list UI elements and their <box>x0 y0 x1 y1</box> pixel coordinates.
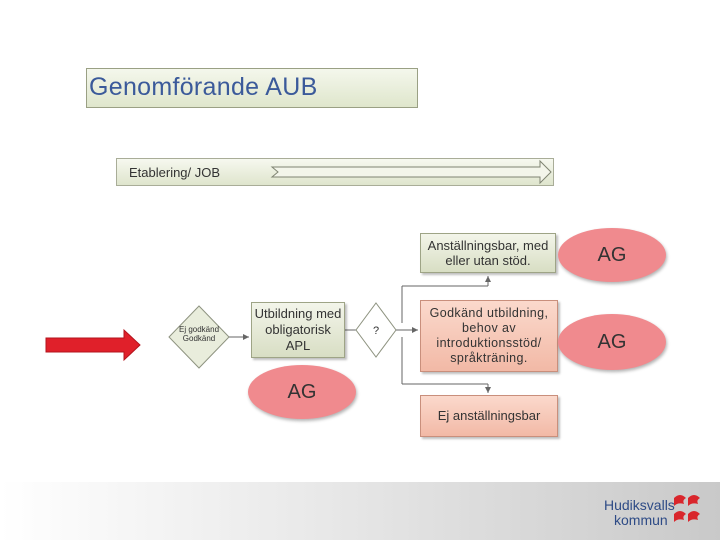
logo-emblem-icon <box>674 495 700 522</box>
logo-text-line1: Hudiksvalls <box>604 497 675 513</box>
ej-anstallningsbar-text: Ej anställningsbar <box>437 408 541 423</box>
diamond-label-ej-godkand: Ej godkänd <box>178 325 220 334</box>
etablering-arrow <box>270 159 552 185</box>
diamond-label-godkand: Godkänd <box>182 334 216 343</box>
ag-circle-2: AG <box>558 314 666 370</box>
decision-diamond <box>168 305 230 369</box>
ag-circle-1: AG <box>558 228 666 282</box>
ag-label-2: AG <box>597 330 627 353</box>
anstallningsbar-text: Anställningsbar, med eller utan stöd. <box>427 238 549 268</box>
utbildning-text: Utbildning med obligatorisk APL <box>254 306 342 353</box>
question-diamond <box>355 302 397 358</box>
footer-band <box>0 482 720 540</box>
ej-anstallningsbar-box: Ej anställningsbar <box>420 395 558 437</box>
anstallningsbar-box: Anställningsbar, med eller utan stöd. <box>420 233 556 273</box>
godkand-utbildning-text: Godkänd utbildning, behov av introduktio… <box>429 306 549 365</box>
etablering-label: Etablering/ JOB <box>129 165 221 180</box>
red-arrow-icon <box>45 328 141 362</box>
page-title: Genomförande AUB <box>89 73 318 101</box>
logo-text-line2: kommun <box>614 512 668 528</box>
utbildning-box: Utbildning med obligatorisk APL <box>251 302 345 358</box>
ag-circle-3: AG <box>248 365 356 419</box>
title-banner: Genomförande AUB <box>86 68 418 108</box>
godkand-utbildning-box: Godkänd utbildning, behov av introduktio… <box>420 300 558 372</box>
question-mark: ? <box>373 325 380 337</box>
ag-label-1: AG <box>597 243 627 266</box>
ag-label-3: AG <box>287 380 317 403</box>
